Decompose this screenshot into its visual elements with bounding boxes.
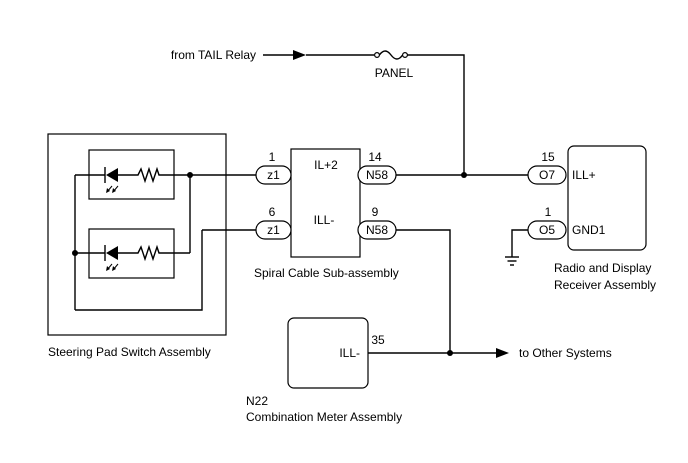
connector-z1-label: z1 xyxy=(267,168,280,182)
ground-wire xyxy=(511,229,528,257)
from-tail-relay-label: from TAIL Relay xyxy=(171,48,256,62)
spiral-inner-label-1: IL+2 xyxy=(314,158,338,172)
meter-name-label: Combination Meter Assembly xyxy=(246,410,402,424)
to-other-systems-label: to Other Systems xyxy=(519,346,612,360)
steering-pad-internal-wiring xyxy=(72,172,203,311)
panel-fuse-output-wire xyxy=(407,54,465,175)
connector-z1-label: z1 xyxy=(267,223,280,237)
connector-o7-label: O7 xyxy=(539,168,555,182)
radio-assembly-label-line2: Receiver Assembly xyxy=(554,278,656,292)
steering-pad-label: Steering Pad Switch Assembly xyxy=(48,345,211,359)
junction-dot xyxy=(461,172,467,178)
to-other-systems-arrow xyxy=(450,348,509,358)
connector-z1 xyxy=(255,220,292,240)
panel-fuse-label: PANEL xyxy=(375,66,414,80)
wire-ill-minus-main xyxy=(396,229,451,353)
pin-number: 15 xyxy=(541,150,555,164)
pin-number: 9 xyxy=(372,205,379,219)
resistor-icon xyxy=(118,244,190,262)
resistor-icon xyxy=(118,166,190,184)
connector-z1 xyxy=(255,165,292,185)
meter-terminal-ill-minus: ILL- xyxy=(339,346,360,360)
ground-icon xyxy=(505,256,519,266)
spiral-cable-label: Spiral Cable Sub-assembly xyxy=(254,266,399,280)
connector-o5-label: O5 xyxy=(539,223,555,237)
connector-n58-label: N58 xyxy=(366,223,388,237)
spiral-cable-sub-assembly xyxy=(290,148,361,258)
pin-number: 6 xyxy=(269,205,276,219)
illumination-led-icon xyxy=(104,245,119,271)
radio-terminal-ill-plus: ILL+ xyxy=(572,168,596,182)
panel-fuse-icon xyxy=(374,50,409,60)
radio-terminal-gnd1: GND1 xyxy=(572,223,606,237)
spiral-inner-label-2: ILL- xyxy=(314,213,335,227)
steering-pad-switch-assembly xyxy=(47,133,227,336)
radio-assembly-label-line1: Radio and Display xyxy=(554,261,651,275)
radio-display-receiver-assembly xyxy=(567,145,647,251)
pin-number: 14 xyxy=(368,150,382,164)
tail-relay-input-arrow xyxy=(263,50,306,60)
connector-o7 xyxy=(527,165,567,185)
meter-code-label: N22 xyxy=(246,394,268,408)
pin-number: 1 xyxy=(269,150,276,164)
illumination-led-icon xyxy=(104,167,119,193)
pin-number: 35 xyxy=(371,333,385,347)
connector-n58-label: N58 xyxy=(366,168,388,182)
pin-number: 1 xyxy=(545,205,552,219)
